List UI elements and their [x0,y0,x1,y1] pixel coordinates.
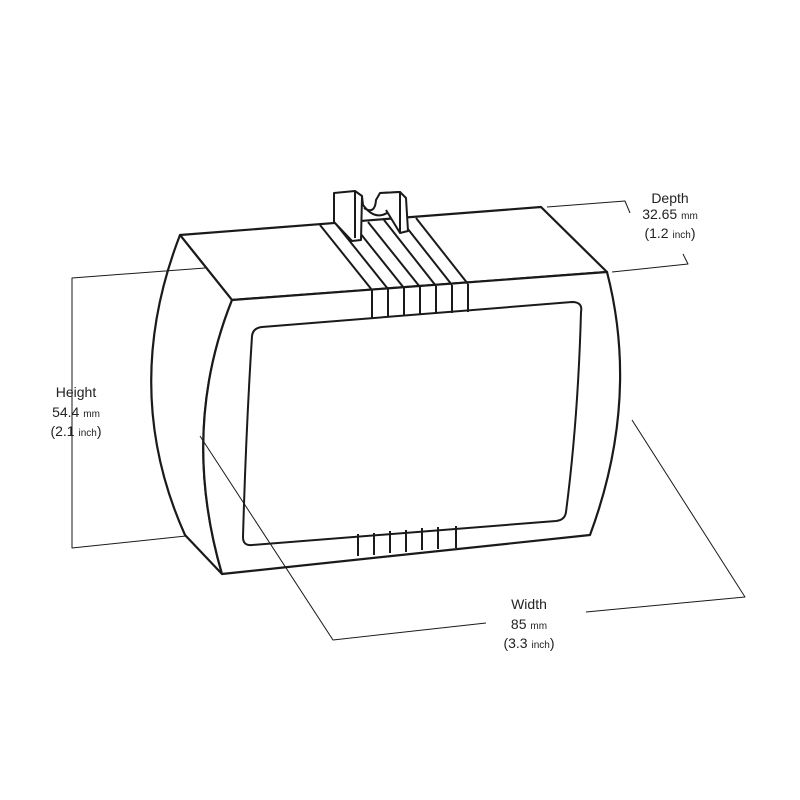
height-paren: ) [96,423,102,439]
depth-inch-unit: inch [672,230,691,241]
device-body [150,205,622,576]
width-dimension-line [199,419,746,641]
height-label: Height 54.4 mm (2.1 inch) [26,384,126,442]
height-value: 54.4 [52,404,80,420]
width-paren: ) [549,635,555,651]
height-title: Height [55,384,97,400]
width-inch-value: (3.3 [503,635,528,651]
dimension-lines [71,200,746,641]
width-unit: mm [530,621,548,632]
height-dimension-line [71,267,206,549]
depth-value: 32.65 [642,206,678,222]
height-inch-unit: inch [78,428,97,439]
width-title: Width [511,596,547,612]
depth-dimension-line [546,200,689,273]
top-ribs [319,217,469,318]
depth-title: Depth [651,190,689,206]
depth-label: Depth 32.65 mm (1.2 inch) [620,190,720,244]
clip [333,190,409,242]
depth-unit: mm [681,211,698,222]
height-inch-value: (2.1 [50,423,75,439]
depth-inch-value: (1.2 [644,225,669,241]
depth-paren: ) [690,225,696,241]
width-inch-unit: inch [531,640,550,651]
bottom-ribs [357,526,457,556]
height-unit: mm [83,409,100,420]
width-label: Width 85 mm (3.3 inch) [479,596,579,654]
width-value: 85 [510,616,527,632]
